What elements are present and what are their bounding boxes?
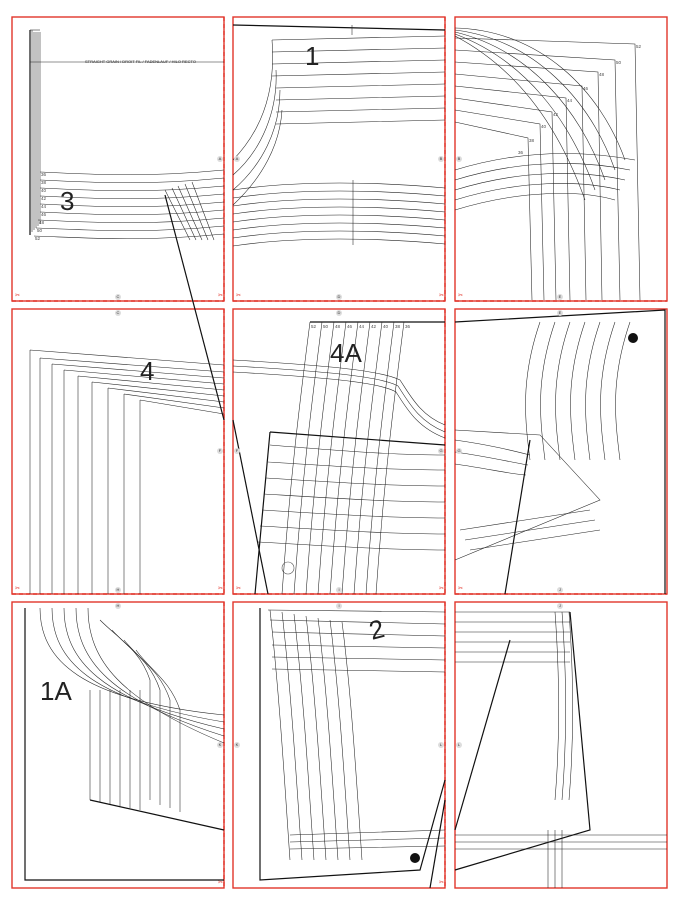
svg-text:48: 48: [335, 324, 341, 329]
svg-text:✂: ✂: [218, 586, 223, 592]
piece-number-label: 3: [60, 186, 74, 216]
size-labels-piece-1: 52 50 48 46 44 42 40 38 36: [518, 44, 642, 155]
tile-r3c3: [454, 601, 668, 889]
svg-text:46: 46: [347, 324, 353, 329]
tile-node-label: H: [117, 603, 120, 608]
tile-node-label: J: [559, 603, 561, 608]
svg-text:50: 50: [323, 324, 329, 329]
svg-text:44: 44: [359, 324, 365, 329]
svg-text:52: 52: [35, 236, 41, 241]
tile-node-label: D: [338, 294, 341, 299]
svg-text:50: 50: [37, 228, 43, 233]
tile-node-label: G: [439, 448, 442, 453]
tile-r3c1: [11, 601, 225, 889]
tile-node-label: K: [236, 742, 239, 747]
svg-text:38: 38: [529, 138, 535, 143]
tile-frames: [11, 16, 668, 889]
svg-text:40: 40: [41, 188, 47, 193]
svg-text:36: 36: [518, 150, 524, 155]
tile-r1c2: [232, 16, 446, 302]
piece-number-label: 2: [366, 613, 388, 646]
svg-text:50: 50: [616, 60, 622, 65]
piece-2-top-lines: [454, 309, 666, 595]
svg-text:46: 46: [41, 212, 47, 217]
piece-1-right-lines: [454, 27, 641, 301]
tile-node-label: K: [219, 742, 222, 747]
svg-text:✂: ✂: [439, 293, 444, 299]
piece-2-lines: [259, 608, 446, 889]
tile-r3c2: [232, 601, 446, 889]
tile-node-label: J: [559, 587, 561, 592]
piece-3-lines: [29, 29, 225, 421]
svg-text:44: 44: [567, 98, 573, 103]
svg-text:✂: ✂: [218, 293, 223, 299]
svg-text:✂: ✂: [439, 586, 444, 592]
tile-node-label: I: [338, 587, 339, 592]
svg-text:✂: ✂: [458, 586, 463, 592]
tile-node-label: B: [440, 156, 443, 161]
tile-r2c3: [454, 308, 668, 595]
tile-node-label: F: [236, 448, 239, 453]
svg-text:48: 48: [599, 72, 605, 77]
svg-text:46: 46: [583, 86, 589, 91]
svg-text:✂: ✂: [236, 293, 241, 299]
svg-text:48: 48: [39, 220, 45, 225]
piece-1a-lines: [24, 607, 225, 881]
tile-r2c1: [11, 308, 225, 595]
tile-node-label: E: [559, 294, 562, 299]
tile-node-label: E: [559, 310, 562, 315]
tile-node-label: C: [117, 294, 120, 299]
svg-text:36: 36: [405, 324, 411, 329]
svg-text:40: 40: [541, 124, 547, 129]
piece-number-label: 4A: [330, 338, 362, 368]
svg-text:✂: ✂: [236, 586, 241, 592]
svg-text:✂: ✂: [15, 586, 20, 592]
tile-node-label: D: [338, 310, 341, 315]
svg-text:52: 52: [311, 324, 317, 329]
piece-number-label: 4: [140, 356, 154, 386]
svg-text:42: 42: [41, 196, 47, 201]
tile-node-label: I: [338, 603, 339, 608]
tile-node-label: B: [458, 156, 461, 161]
piece-4-lines: [29, 349, 225, 594]
svg-text:44: 44: [41, 204, 47, 209]
svg-text:52: 52: [636, 44, 642, 49]
tile-node-label: G: [457, 448, 460, 453]
svg-text:✂: ✂: [458, 293, 463, 299]
tile-node-label: L: [440, 742, 443, 747]
piece-number-label: 1A: [40, 676, 72, 706]
svg-text:✂: ✂: [439, 880, 444, 886]
tile-node-label: A: [236, 156, 239, 161]
svg-text:38: 38: [395, 324, 401, 329]
tile-node-markers: A A B B C C D D E E F F G G H H I I J J …: [115, 156, 563, 748]
size-labels-piece-4a: 52 50 48 46 44 42 40 38 36: [311, 324, 411, 329]
tile-node-label: F: [219, 448, 222, 453]
tile-node-label: H: [117, 587, 120, 592]
svg-text:42: 42: [371, 324, 377, 329]
piece-number-label: 1: [305, 41, 319, 71]
tile-node-label: A: [219, 156, 222, 161]
piece-4a-lines: [232, 321, 446, 595]
svg-text:✂: ✂: [218, 880, 223, 886]
svg-text:42: 42: [553, 112, 559, 117]
piece-2-right-lines: [454, 611, 667, 888]
size-labels-piece-3: 36 38 40 42 44 46 48 50 52: [35, 172, 47, 241]
scissors-icon: ✂ ✂ ✂ ✂ ✂ ✂ ✂ ✂ ✂ ✂ ✂ ✂: [15, 293, 463, 886]
tile-node-label: L: [458, 742, 461, 747]
svg-text:✂: ✂: [15, 293, 20, 299]
piece-1-lines: [232, 24, 446, 247]
svg-text:40: 40: [383, 324, 389, 329]
svg-text:36: 36: [41, 172, 47, 177]
grainline-label: STRAIGHT GRAIN / DROIT FIL / FADENLAUF /…: [85, 59, 196, 64]
tile-node-label: C: [117, 310, 120, 315]
svg-text:38: 38: [41, 180, 47, 185]
